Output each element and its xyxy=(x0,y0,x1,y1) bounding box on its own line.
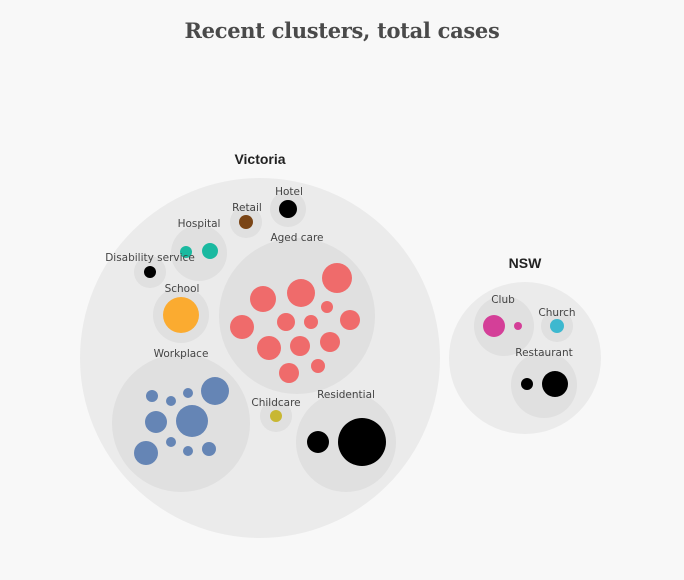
cluster-residential-1 xyxy=(307,431,329,453)
cluster-aged-care-12 xyxy=(311,359,325,373)
cluster-aged-care-4 xyxy=(321,301,333,313)
cluster-aged-care-9 xyxy=(320,332,340,352)
cluster-school-1 xyxy=(163,297,199,333)
cluster-club-1 xyxy=(483,315,505,337)
cluster-aged-care-5 xyxy=(340,310,360,330)
category-label-church: Church xyxy=(538,307,575,319)
category-label-restaurant: Restaurant xyxy=(515,347,572,359)
cluster-aged-care-2 xyxy=(287,279,315,307)
cluster-restaurant-1 xyxy=(521,378,533,390)
cluster-club-2 xyxy=(514,322,522,330)
category-label-hospital: Hospital xyxy=(178,218,221,230)
cluster-workplace-9 xyxy=(183,446,193,456)
cluster-aged-care-6 xyxy=(230,315,254,339)
cluster-aged-care-13 xyxy=(279,363,299,383)
cluster-workplace-1 xyxy=(201,377,229,405)
cluster-hospital-1 xyxy=(180,246,192,258)
category-label-hotel: Hotel xyxy=(275,186,303,198)
category-label-childcare: Childcare xyxy=(251,397,300,409)
cluster-aged-care-10 xyxy=(257,336,281,360)
cluster-aged-care-11 xyxy=(290,336,310,356)
cluster-hospital-2 xyxy=(202,243,218,259)
cluster-workplace-7 xyxy=(166,437,176,447)
cluster-workplace-5 xyxy=(145,411,167,433)
category-label-disability-service: Disability service xyxy=(105,252,195,264)
category-label-workplace: Workplace xyxy=(154,348,209,360)
region-label-nsw: NSW xyxy=(509,255,542,271)
cluster-residential-2 xyxy=(338,418,386,466)
cluster-disability-service-1 xyxy=(144,266,156,278)
cluster-workplace-6 xyxy=(176,405,208,437)
region-label-victoria: Victoria xyxy=(234,151,285,167)
cluster-aged-care-1 xyxy=(322,263,352,293)
category-label-residential: Residential xyxy=(317,389,375,401)
category-label-retail: Retail xyxy=(232,202,262,214)
cluster-workplace-4 xyxy=(183,388,193,398)
cluster-workplace-8 xyxy=(134,441,158,465)
cluster-aged-care-8 xyxy=(304,315,318,329)
chart-title: Recent clusters, total cases xyxy=(184,18,500,43)
cluster-workplace-2 xyxy=(146,390,158,402)
category-label-school: School xyxy=(165,283,200,295)
category-hospital xyxy=(171,225,227,281)
cluster-hotel-1 xyxy=(279,200,297,218)
cluster-aged-care-7 xyxy=(277,313,295,331)
cluster-childcare-1 xyxy=(270,410,282,422)
cluster-workplace-10 xyxy=(202,442,216,456)
cluster-workplace-3 xyxy=(166,396,176,406)
cluster-church-1 xyxy=(550,319,564,333)
cluster-aged-care-3 xyxy=(250,286,276,312)
category-label-aged-care: Aged care xyxy=(270,232,323,244)
category-label-club: Club xyxy=(491,294,515,306)
cluster-restaurant-2 xyxy=(542,371,568,397)
cluster-retail-1 xyxy=(239,215,253,229)
